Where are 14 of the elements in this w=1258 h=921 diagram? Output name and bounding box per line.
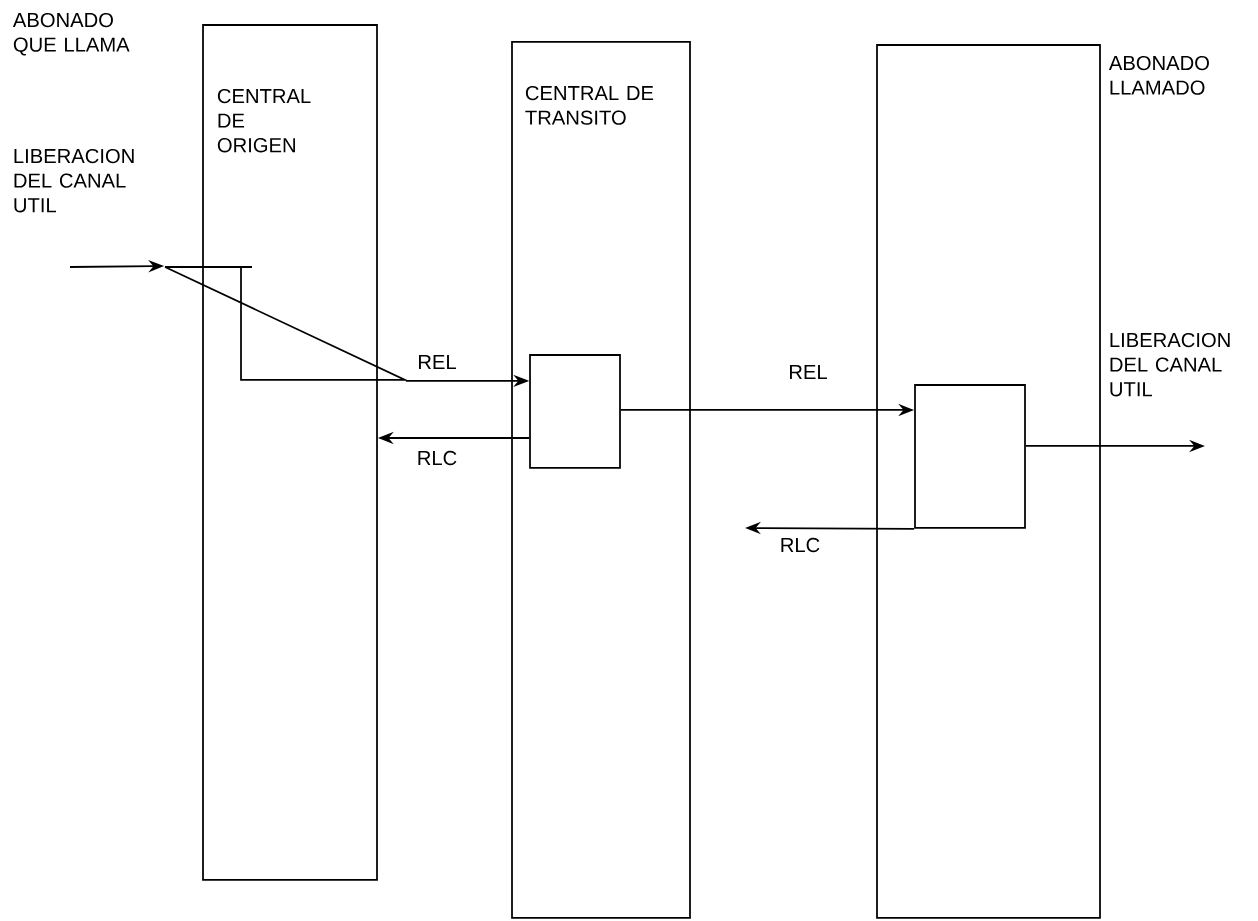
edge-label: RLC (415, 449, 459, 467)
edge-label: REL (415, 353, 459, 371)
exchange-column: CENTRAL DE TRANSITO (511, 41, 691, 919)
release-symbol-drawing (164, 266, 409, 381)
exchange-column: CENTRAL DE ORIGEN (202, 24, 378, 881)
station-label: LIBERACION DEL CANAL UTIL (14, 148, 134, 213)
edge-label: REL (786, 363, 830, 381)
edge-label: RLC (778, 536, 822, 554)
station-label: ABONADO QUE LLAMA (12, 12, 130, 56)
exchange-column (876, 44, 1101, 919)
station-label: LIBERACION DEL CANAL UTIL (1110, 332, 1230, 397)
station-label: ABONADO LLAMADO (1108, 55, 1209, 95)
signal-box (914, 384, 1026, 529)
signal-box (529, 354, 621, 469)
